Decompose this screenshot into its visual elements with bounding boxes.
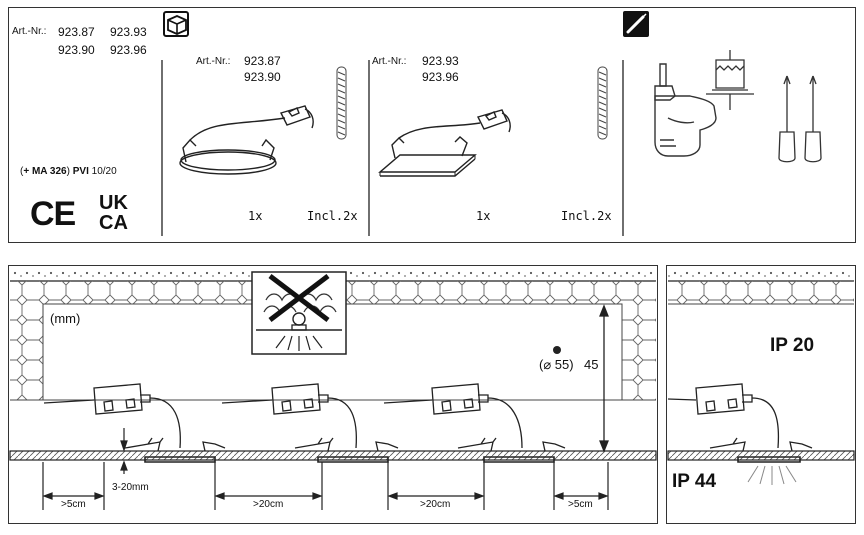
art-number-round-2: 923.90 [244, 70, 281, 84]
art-label-left: Art.-Nr.: [12, 26, 47, 37]
certification-line: (+ MA 326) PVI 10/20 [20, 167, 117, 177]
art-number-square-2: 923.96 [422, 70, 459, 84]
ce-mark: CE [30, 195, 76, 233]
incl-round: Incl.2x [307, 209, 358, 223]
thickness-label: 3-20mm [112, 482, 149, 493]
qty-round: 1x [248, 209, 263, 223]
diameter-label: (⌀ 55) [539, 357, 574, 372]
spring-drawing [336, 66, 347, 140]
cert-paren-close: ) [66, 166, 70, 177]
art-number: 923.93 [110, 25, 147, 39]
art-number-round-1: 923.87 [244, 54, 281, 68]
ip-upper-label: IP 20 [770, 335, 815, 356]
art-number: 923.87 [58, 25, 95, 39]
fixtures [43, 383, 566, 463]
cert-pvi: PVI [72, 166, 89, 177]
screwdriver-icon [623, 11, 649, 37]
thickness-marker [120, 428, 128, 474]
dim-right: >5cm [568, 499, 593, 510]
square-panel-drawing [378, 109, 511, 177]
package-icon [163, 11, 189, 37]
cert-ma: + MA 326 [23, 166, 67, 177]
ukca-line-1: UK [99, 192, 128, 214]
ukca-line-2: CA [99, 212, 128, 234]
art-number-square-1: 923.93 [422, 54, 459, 68]
art-label-round: Art.-Nr.: [196, 56, 231, 67]
dim-left: >5cm [61, 499, 86, 510]
spring-drawing [597, 66, 608, 140]
depth-value: 45 [584, 357, 599, 372]
ip-drawing [667, 268, 855, 485]
round-panel-drawing [179, 105, 314, 175]
parts-illustrations [179, 50, 822, 177]
dim-mid-2: >20cm [420, 499, 451, 510]
hole-saw-drawing [706, 50, 754, 110]
art-label-square: Art.-Nr.: [372, 56, 407, 67]
ip-lower-label: IP 44 [672, 471, 717, 492]
screw-icon [553, 346, 561, 354]
dimension-lines [42, 462, 609, 510]
art-number: 923.96 [110, 43, 147, 57]
unit-label: (mm) [50, 311, 81, 326]
ceiling-board [9, 450, 657, 461]
incl-square: Incl.2x [561, 209, 612, 223]
no-insulation-warning [251, 271, 347, 355]
dim-mid-1: >20cm [253, 499, 284, 510]
cert-paren-open: ( [20, 166, 24, 177]
qty-square: 1x [476, 209, 491, 223]
screwdrivers-drawing [778, 75, 822, 163]
art-number: 923.90 [58, 43, 95, 57]
drill-drawing [654, 63, 717, 157]
cert-pvi-value: 10/20 [91, 166, 117, 177]
parts-panel [8, 7, 856, 243]
depth-arrow [599, 304, 609, 453]
parts-dividers [161, 60, 624, 236]
